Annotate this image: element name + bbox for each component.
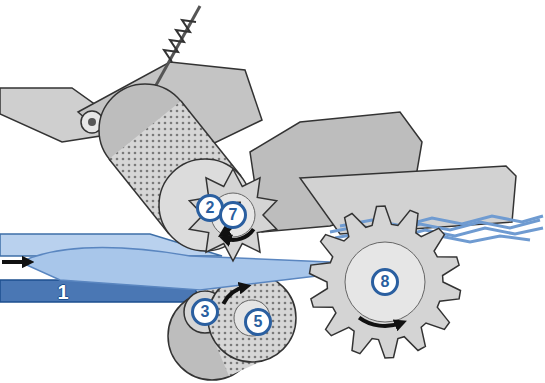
callout-number: 7: [219, 201, 247, 229]
roller-hub: [345, 242, 425, 322]
rotation-arrow: [225, 229, 254, 240]
spring: [164, 20, 196, 62]
callout-number: 1: [57, 282, 68, 302]
bolt: [150, 6, 200, 96]
material-sheet: [20, 248, 350, 290]
callout-number: 8: [371, 268, 399, 296]
feed-arrow: [2, 260, 28, 264]
toothed-roller: [189, 169, 276, 261]
rotation-arrow: [359, 318, 401, 326]
pivot-pin: [88, 118, 96, 126]
rotation-arrow: [223, 287, 245, 304]
callout-number: 3: [191, 298, 219, 326]
callout-number: 5: [244, 308, 272, 336]
toothed-roller: [310, 206, 461, 358]
